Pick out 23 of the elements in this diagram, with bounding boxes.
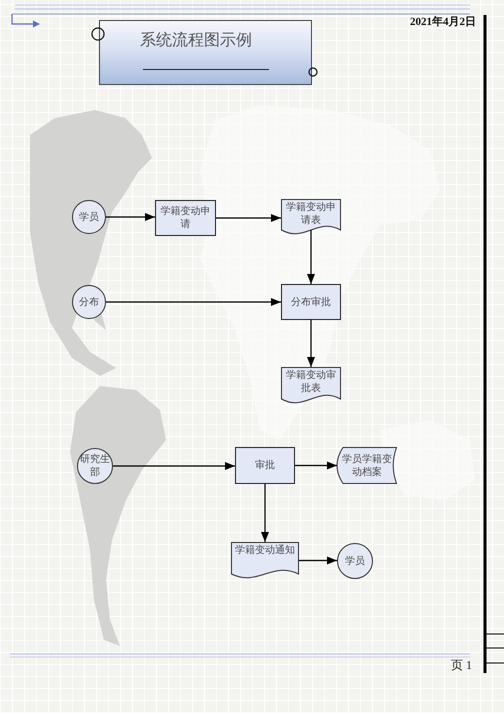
page-number: 页 1 [451, 658, 472, 672]
document-shape [231, 542, 299, 579]
node-label: 研究生部 [80, 453, 110, 479]
entity-circle [72, 285, 106, 319]
node-label: 学员 [345, 554, 365, 568]
document-shape [281, 367, 341, 404]
date-label: 2021年4月2日 [410, 15, 476, 29]
node-label: 分布 [79, 296, 99, 308]
node-label: 学员学籍变动档案 [341, 452, 393, 478]
entity-circle [337, 543, 373, 579]
node-label: 学员 [79, 210, 99, 224]
node-label: 学籍变动审批表 [285, 369, 337, 395]
document-shape [281, 199, 341, 235]
node-label: 学籍变动申请 [160, 205, 212, 231]
node-label: 学籍变动通知 [235, 544, 295, 557]
stored-data-shape [337, 447, 397, 484]
process-box [235, 447, 295, 484]
process-box [281, 284, 341, 320]
diagram-title: 系统流程图示例 [140, 31, 252, 51]
node-label: 审批 [255, 459, 275, 472]
process-box [155, 200, 216, 236]
node-label: 学籍变动申请表 [285, 201, 337, 227]
node-label: 分布审批 [291, 296, 331, 308]
